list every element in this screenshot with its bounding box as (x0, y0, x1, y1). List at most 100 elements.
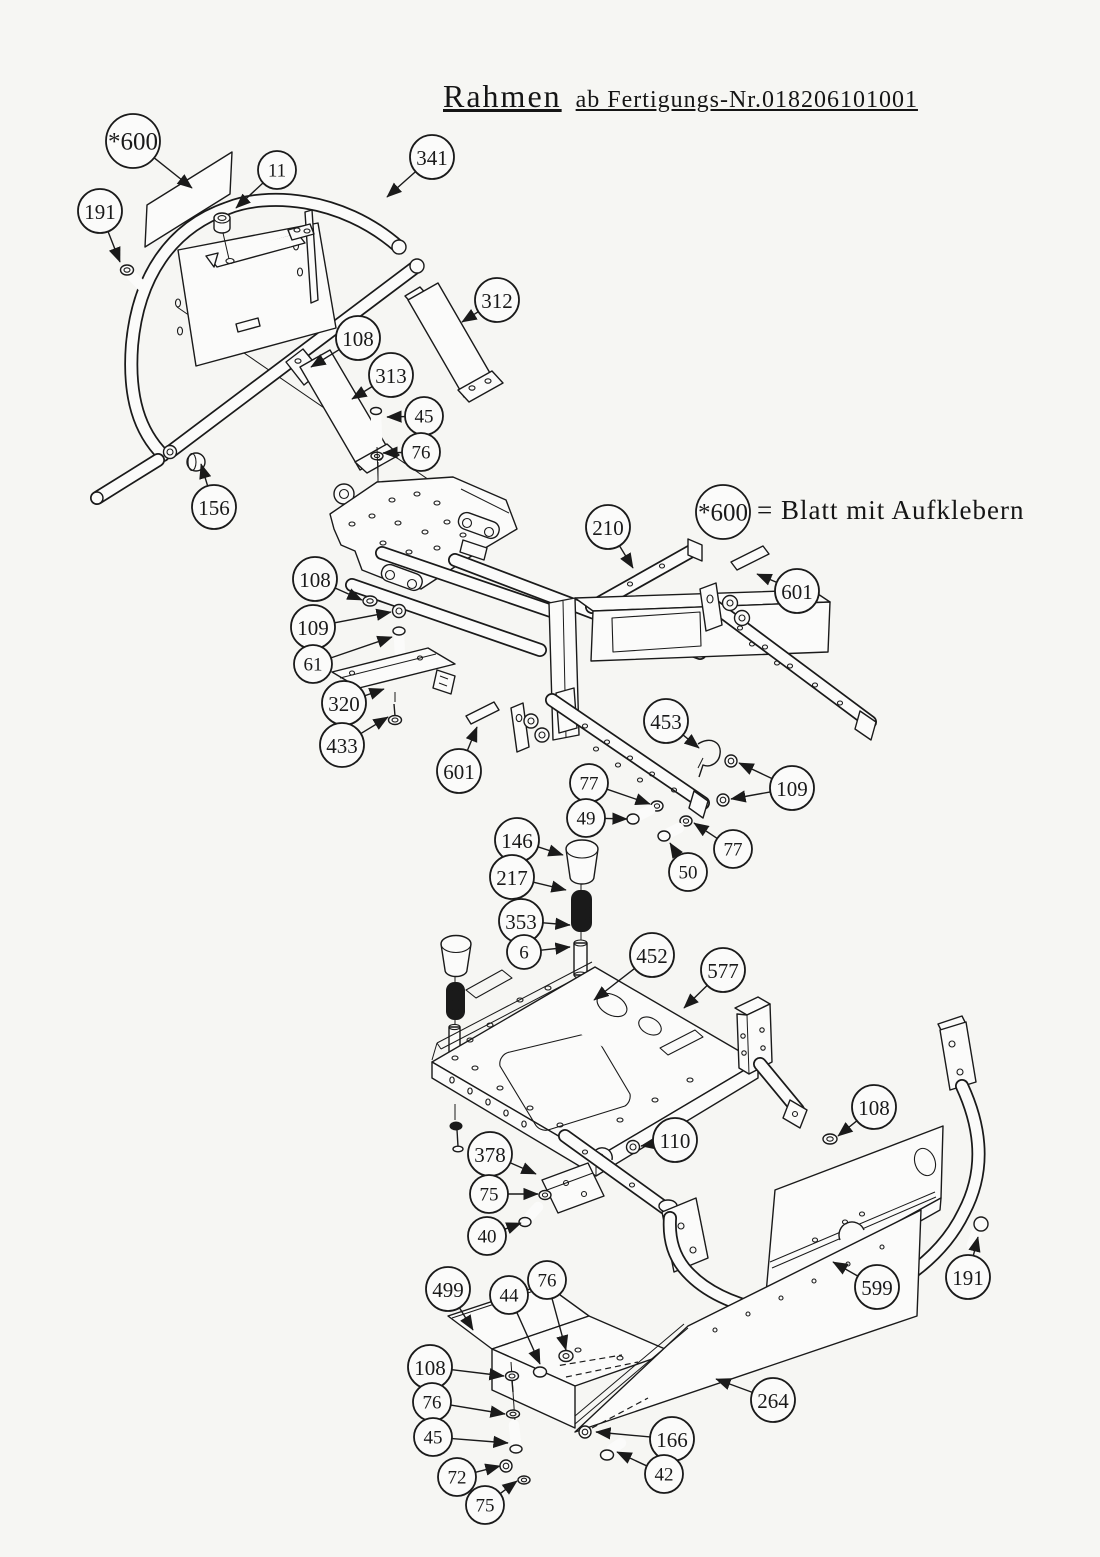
svg-text:45: 45 (415, 407, 434, 428)
balloon-40: 40 (467, 1216, 522, 1256)
note-balloon-star600: *600 (695, 484, 751, 540)
svg-text:108: 108 (342, 327, 374, 351)
hook-bolt-cluster-part (626, 739, 738, 842)
balloon-star600: *600 (105, 113, 193, 189)
balloon-108: 108 (292, 556, 363, 602)
balloon-452: 452 (593, 932, 675, 1001)
balloon-577: 577 (683, 947, 746, 1009)
svg-text:76: 76 (538, 1271, 557, 1292)
balloon-45: 45 (413, 1417, 509, 1457)
svg-text:264: 264 (757, 1389, 789, 1413)
balloon-72: 72 (437, 1457, 501, 1497)
bolt-191-right-part (966, 1216, 989, 1251)
svg-text:109: 109 (297, 616, 329, 640)
svg-text:108: 108 (299, 568, 331, 592)
balloon-110: 110 (640, 1117, 698, 1163)
svg-text:108: 108 (414, 1356, 446, 1380)
balloon-44: 44 (489, 1275, 541, 1365)
page-title: Rahmen ab Fertigungs-Nr.018206101001 (443, 78, 918, 115)
balloon-77: 77 (569, 763, 651, 806)
balloon-191: 191 (77, 188, 123, 263)
bolt-191-top-part (119, 264, 148, 292)
balloon-312: 312 (461, 277, 520, 323)
svg-text:75: 75 (480, 1185, 499, 1206)
balloon-146: 146 (494, 817, 564, 863)
balloon-264: 264 (715, 1377, 796, 1423)
balloon-378: 378 (467, 1131, 537, 1177)
balloon-61: 61 (293, 635, 393, 684)
svg-text:11: 11 (268, 161, 286, 182)
balloon-341: 341 (386, 134, 455, 198)
balloon-42: 42 (616, 1451, 684, 1494)
top-mounting-plate-part (329, 476, 518, 592)
balloon-599: 599 (832, 1261, 900, 1310)
svg-text:453: 453 (650, 710, 682, 734)
svg-text:599: 599 (861, 1276, 893, 1300)
title-part-name: Rahmen (443, 78, 562, 114)
balloon-156: 156 (191, 463, 237, 530)
svg-text:42: 42 (655, 1465, 674, 1486)
balloon-601: 601 (436, 726, 482, 794)
svg-text:601: 601 (781, 580, 813, 604)
balloon-45: 45 (386, 396, 444, 436)
balloon-76: 76 (382, 432, 441, 472)
svg-text:50: 50 (679, 863, 698, 884)
svg-text:110: 110 (660, 1129, 691, 1153)
svg-text:*600: *600 (698, 500, 748, 527)
sticker-601-left-part (465, 701, 500, 725)
balloon-callouts-layer: *600113411913121083134576156210*60060110… (77, 113, 991, 1525)
cap-part (213, 212, 235, 265)
svg-text:76: 76 (423, 1393, 442, 1414)
svg-text:312: 312 (481, 289, 513, 313)
title-serial-number: ab Fertigungs-Nr.018206101001 (575, 87, 918, 113)
svg-text:320: 320 (328, 692, 360, 716)
svg-text:341: 341 (416, 146, 448, 170)
balloon-49: 49 (566, 798, 628, 838)
balloon-217: 217 (489, 854, 567, 900)
svg-text:45: 45 (424, 1428, 443, 1449)
balloon-75: 75 (465, 1480, 518, 1525)
base-plate-577-part (431, 961, 808, 1273)
svg-text:61: 61 (304, 655, 323, 676)
svg-text:44: 44 (500, 1286, 520, 1307)
svg-text:146: 146 (501, 829, 533, 853)
balloon-6: 6 (506, 934, 571, 970)
svg-text:109: 109 (776, 777, 808, 801)
balloon-601: 601 (756, 568, 820, 614)
svg-text:433: 433 (326, 734, 358, 758)
svg-text:452: 452 (636, 944, 668, 968)
balloon-353: 353 (498, 898, 571, 944)
svg-text:40: 40 (478, 1227, 497, 1248)
svg-text:108: 108 (858, 1096, 890, 1120)
svg-text:77: 77 (724, 840, 743, 861)
svg-text:191: 191 (952, 1266, 984, 1290)
svg-text:49: 49 (577, 809, 596, 830)
balloon-77: 77 (693, 822, 753, 869)
svg-text:353: 353 (505, 910, 537, 934)
svg-text:313: 313 (375, 364, 407, 388)
balloon-191: 191 (945, 1236, 991, 1300)
center-frame-part (510, 538, 877, 819)
balloon-210: 210 (585, 504, 634, 569)
knob-assembly-left-part (440, 934, 472, 1153)
balloon-453: 453 (643, 698, 700, 749)
legend-note-text: = Blatt mit Aufklebern (757, 495, 1025, 525)
balloon-320: 320 (321, 680, 385, 726)
svg-text:75: 75 (476, 1496, 495, 1517)
svg-text:166: 166 (656, 1428, 688, 1452)
balloon-11: 11 (235, 150, 297, 209)
balloon-433: 433 (319, 716, 389, 768)
svg-text:217: 217 (496, 866, 528, 890)
balloon-108: 108 (837, 1084, 897, 1137)
balloon-76: 76 (527, 1260, 569, 1351)
svg-text:210: 210 (592, 516, 624, 540)
svg-text:77: 77 (580, 774, 599, 795)
balloon-499: 499 (425, 1266, 474, 1331)
balloon-109: 109 (290, 604, 392, 650)
balloon-75: 75 (469, 1174, 539, 1214)
balloon-76: 76 (412, 1382, 506, 1422)
bumper-frame-part (90, 192, 503, 531)
svg-text:191: 191 (84, 200, 116, 224)
